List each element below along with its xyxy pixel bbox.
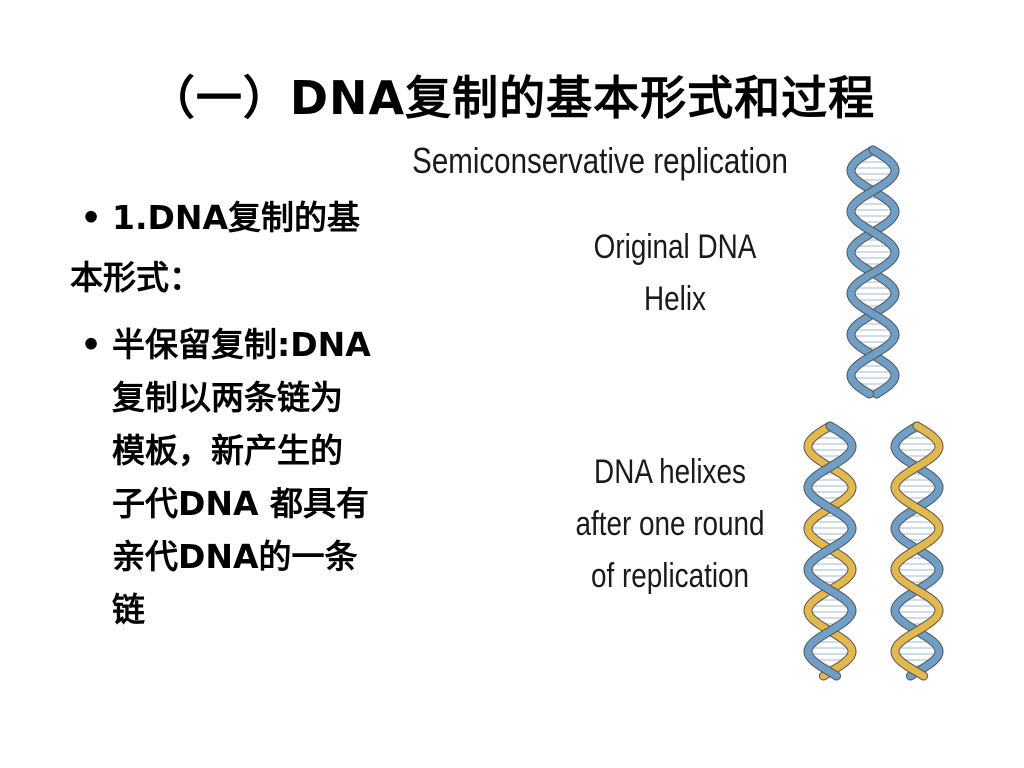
figure-heading: Semiconservative replication: [412, 140, 788, 181]
daughter-helix-left: [803, 421, 857, 681]
bullet2-text: 半保留复制:DNA 复制以两条链为 模板，新产生的 子代DNA 都具有 亲代DN…: [112, 325, 371, 629]
bullet1-text-line1: 1.DNA复制的基: [112, 198, 361, 237]
daughter-helix-left-strand-a: [804, 422, 856, 680]
bullet-basic-form: • 1.DNA复制的基 本形式：: [70, 188, 440, 308]
bullet-dot: •: [80, 325, 102, 364]
original-helix-strand-a: [847, 146, 899, 398]
bullet-dot: •: [80, 198, 102, 237]
slide-title: （一）DNA复制的基本形式和过程: [148, 71, 876, 125]
bullet1-text-line2: 本形式：: [70, 258, 202, 297]
dna-helix-drawing: [803, 145, 944, 681]
daughter-helix-right-strand-a: [891, 422, 943, 680]
replication-figure: Semiconservative replication Original DN…: [380, 128, 1020, 688]
original-helix-label: Original DNA Helix: [593, 228, 757, 318]
replicated-helix-label: DNA helixes after one round of replicati…: [575, 453, 765, 595]
original-helix: [846, 145, 900, 399]
daughter-helix-right: [890, 421, 944, 681]
bullet-semiconservative: • 半保留复制:DNA 复制以两条链为 模板，新产生的 子代DNA 都具有 亲代…: [70, 318, 440, 636]
